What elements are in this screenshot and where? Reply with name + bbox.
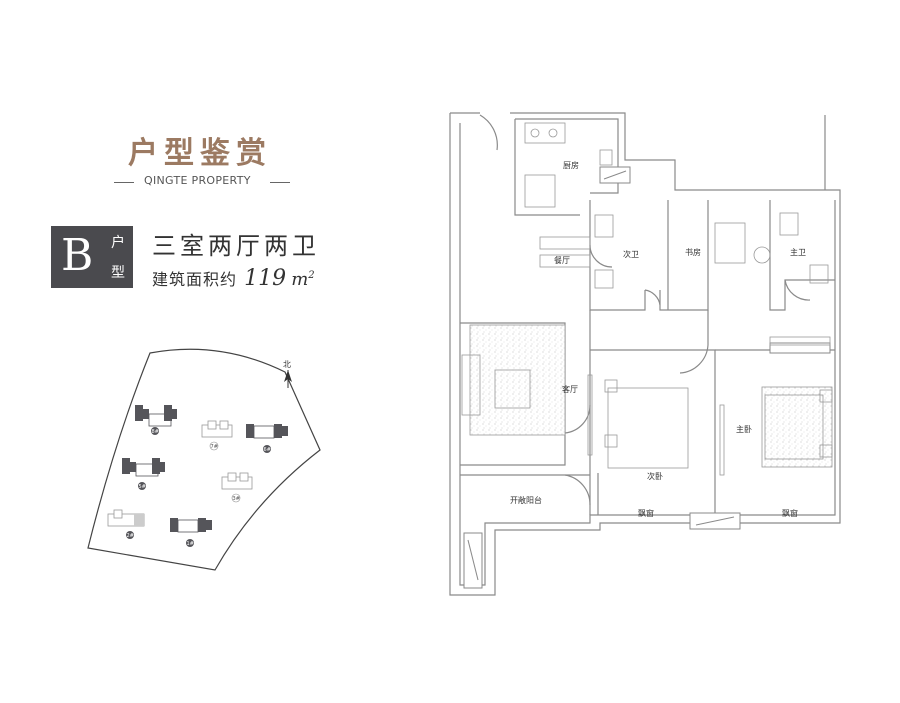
room-master-bedroom: 主卧 — [736, 424, 752, 434]
building-3: 3# — [221, 472, 253, 503]
building-6: 6# — [246, 424, 288, 453]
floor-plan: 厨房 餐厅 次卫 书房 主卫 客厅 次卧 主卧 开敞阳台 飘窗 飘窗 — [449, 112, 841, 596]
building-5: 5# — [122, 458, 165, 490]
subtitle: QINGTE PROPERTY — [144, 174, 251, 187]
unit-type-word-1: 户 — [111, 235, 125, 251]
area-row: 建筑面积约 119 m2 — [152, 266, 315, 291]
kitchen-wall — [514, 118, 619, 216]
divider-left — [114, 182, 134, 183]
svg-text:6#: 6# — [264, 447, 271, 453]
divider-right — [270, 182, 290, 183]
area-label: 建筑面积约 — [152, 270, 238, 289]
site-plan: 北 8# 7# 6# 5# 3# — [87, 348, 321, 571]
room-dining: 餐厅 — [554, 256, 570, 265]
north-label: 北 — [283, 360, 291, 369]
svg-text:3#: 3# — [233, 496, 240, 502]
building-8: 8# — [135, 405, 177, 435]
room-bay-window-1: 飘窗 — [638, 508, 654, 518]
svg-text:8#: 8# — [152, 429, 159, 435]
room-balcony: 开敞阳台 — [510, 495, 542, 505]
room-bay-window-2: 飘窗 — [782, 508, 798, 518]
room-kitchen: 厨房 — [563, 160, 579, 170]
site-boundary — [87, 348, 321, 571]
room-living: 客厅 — [562, 384, 578, 394]
svg-text:2#: 2# — [127, 533, 134, 539]
outer-wall — [449, 112, 841, 596]
unit-type-word-2: 型 — [111, 265, 125, 281]
svg-text:1#: 1# — [187, 541, 194, 547]
room-study: 书房 — [685, 247, 701, 257]
unit-letter: B — [61, 230, 94, 281]
area-value: 119 — [244, 266, 287, 291]
svg-text:5#: 5# — [139, 484, 146, 490]
north-arrow: 北 — [283, 360, 292, 388]
building-7: 7# — [201, 420, 233, 451]
subtitle-row: QINGTE PROPERTY — [114, 174, 290, 190]
svg-text:7#: 7# — [211, 444, 218, 450]
room-bedroom2: 次卧 — [647, 471, 663, 481]
building-1: 1# — [170, 518, 212, 547]
room-bath2: 次卫 — [623, 249, 639, 259]
area-unit: m2 — [291, 269, 315, 290]
layout-name: 三室两厅两卫 — [152, 232, 320, 260]
room-master-bath: 主卫 — [790, 247, 806, 257]
page-title: 户型鉴赏 — [128, 136, 272, 171]
building-2: 2# — [107, 509, 145, 539]
unit-badge: B 户 型 — [51, 226, 133, 288]
